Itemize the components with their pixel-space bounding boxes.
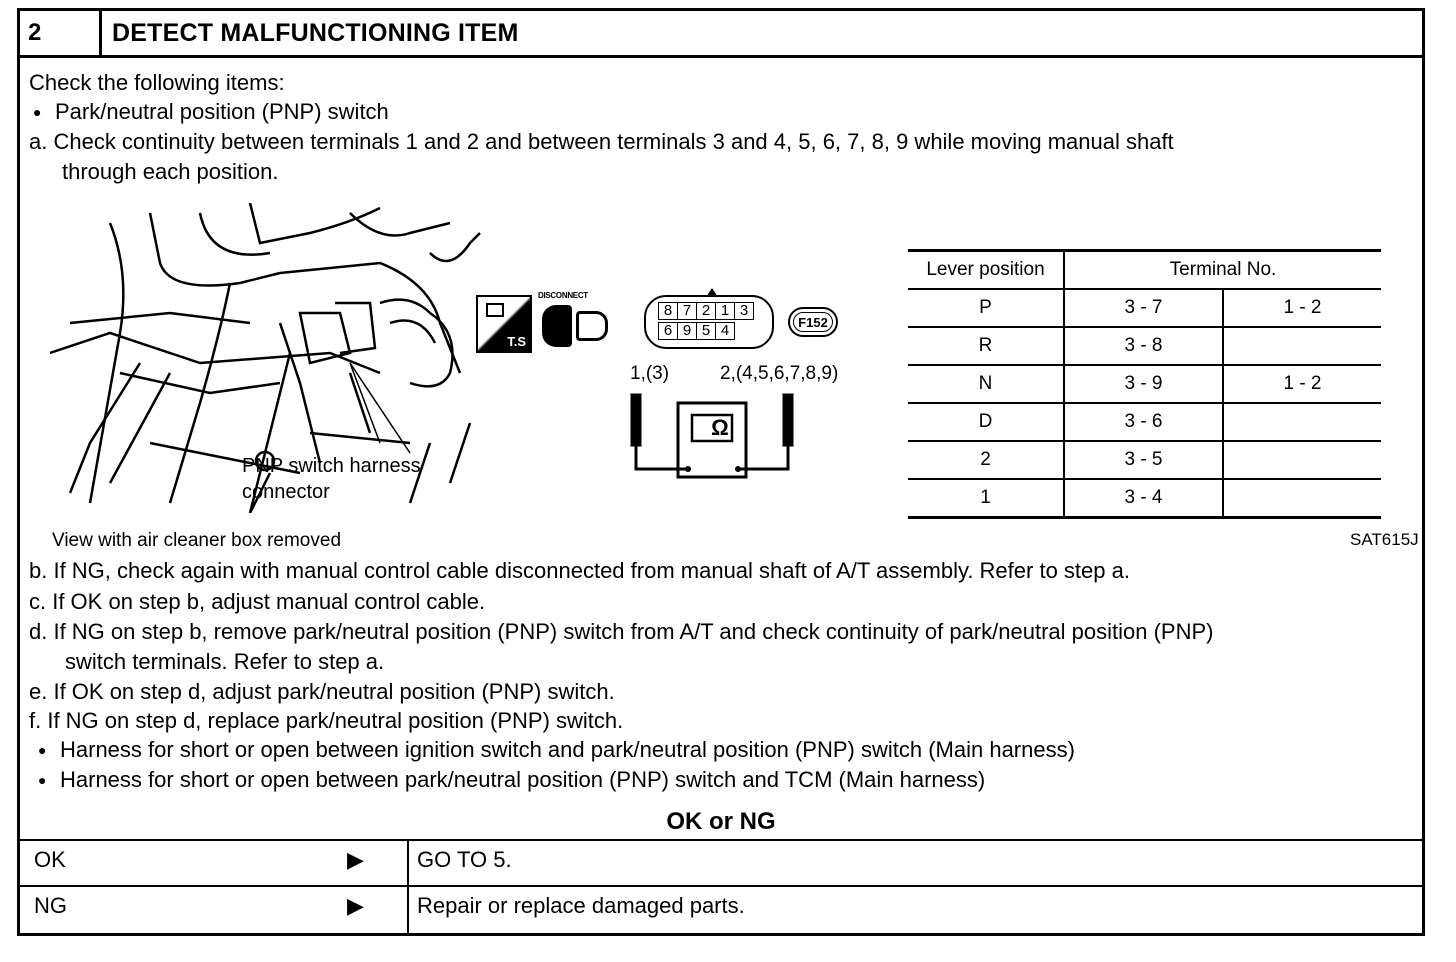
- terminal-pair-cell: [1223, 403, 1381, 441]
- connector-pin: 2: [696, 302, 716, 320]
- figure-code: SAT615J: [1350, 530, 1419, 549]
- connector-pin: 8: [658, 302, 678, 320]
- ok-arrow-icon: ▶: [347, 847, 364, 872]
- harness-label-line1: PNP switch harness: [242, 455, 421, 477]
- ng-action: Repair or replace damaged parts.: [417, 893, 745, 918]
- lever-position-cell: N: [908, 365, 1065, 403]
- terminal-pair-cell: 3 - 8: [1064, 327, 1224, 365]
- ohm-icon: Ω: [711, 415, 729, 440]
- result-row-ok: OK ▶ GO TO 5.: [20, 841, 1422, 885]
- lever-position-cell: D: [908, 403, 1065, 441]
- engine-illustration: [50, 203, 481, 513]
- terminal-pair-cell: 3 - 9: [1064, 365, 1224, 403]
- ts-label: T.S: [507, 334, 526, 349]
- tester-icon: T.S: [476, 295, 532, 353]
- ok-label: OK: [34, 847, 66, 872]
- bullet-pnp-switch: Park/neutral position (PNP) switch: [33, 97, 389, 127]
- terminal-pair-cell: 3 - 6: [1064, 403, 1224, 441]
- lever-position-cell: P: [908, 289, 1065, 327]
- step-a-line2: through each position.: [62, 159, 279, 184]
- ng-label: NG: [34, 893, 67, 918]
- step-f: f. If NG on step d, replace park/neutral…: [29, 708, 624, 733]
- step-header: 2 DETECT MALFUNCTIONING ITEM: [20, 11, 1422, 58]
- plug-right: [576, 311, 608, 341]
- terminal-pair-cell: [1223, 327, 1381, 365]
- plug-left: [542, 305, 572, 347]
- disconnect-label: DISCONNECT: [538, 291, 588, 300]
- probe-left-label: 1,(3): [630, 363, 670, 384]
- connector-pin: 3: [734, 302, 754, 320]
- terminal-pair-cell: 3 - 7: [1064, 289, 1224, 327]
- view-caption: View with air cleaner box removed: [52, 530, 342, 551]
- tester-box: [486, 303, 504, 317]
- step-a-line1: a. Check continuity between terminals 1 …: [29, 129, 1174, 154]
- result-title: OK or NG: [666, 808, 776, 835]
- connector-pin: 7: [677, 302, 697, 320]
- connector-pin: 6: [658, 322, 678, 340]
- lever-position-cell: 1: [908, 479, 1065, 518]
- terminal-pair-cell: 3 - 5: [1064, 441, 1224, 479]
- procedure-box: 2 DETECT MALFUNCTIONING ITEM Check the f…: [17, 8, 1425, 936]
- disconnect-icon: DISCONNECT: [538, 291, 618, 355]
- step-title: DETECT MALFUNCTIONING ITEM: [112, 19, 519, 47]
- terminal-pair-cell: [1223, 479, 1381, 518]
- connector-pin: 5: [696, 322, 716, 340]
- connector-pin: 4: [715, 322, 735, 340]
- step-d-line2: switch terminals. Refer to step a.: [65, 649, 385, 674]
- harness-label-line2: connector: [242, 481, 330, 503]
- figure: PNP switch harness connector View with a…: [30, 203, 1419, 558]
- divider: [20, 839, 1422, 841]
- step-e: e. If OK on step d, adjust park/neutral …: [29, 679, 615, 704]
- result-divider: [407, 841, 409, 933]
- bullet-harness-ignition: Harness for short or open between igniti…: [38, 735, 1075, 765]
- ng-arrow-icon: ▶: [347, 893, 364, 918]
- check-label: Check the following items:: [29, 70, 285, 95]
- step-d-line1: d. If NG on step b, remove park/neutral …: [29, 619, 1214, 644]
- terminal-pair-cell: 3 - 4: [1064, 479, 1224, 518]
- connector-pin: 1: [715, 302, 735, 320]
- terminal-pair-cell: [1223, 441, 1381, 479]
- bullet-harness-tcm: Harness for short or open between park/n…: [38, 765, 985, 795]
- result-row-ng: NG ▶ Repair or replace damaged parts.: [20, 887, 1422, 931]
- connector-key-icon: [706, 288, 718, 297]
- col-lever-position: Lever position: [908, 250, 1065, 289]
- ohmmeter-diagram: [630, 393, 794, 479]
- step-c: c. If OK on step b, adjust manual contro…: [29, 589, 486, 614]
- step-b: b. If NG, check again with manual contro…: [29, 558, 1130, 583]
- lever-position-cell: R: [908, 327, 1065, 365]
- connector-id-badge: F152: [788, 307, 838, 337]
- ok-action-link[interactable]: GO TO 5.: [417, 847, 512, 872]
- col-terminal-no: Terminal No.: [1169, 259, 1277, 280]
- terminal-pair-cell: 1 - 2: [1283, 297, 1322, 318]
- step-number: 2: [20, 11, 102, 55]
- connector-id: F152: [793, 312, 833, 332]
- probe-right-label: 2,(4,5,6,7,8,9): [720, 363, 839, 384]
- terminal-pair-cell: 1 - 2: [1283, 373, 1322, 394]
- lever-position-cell: 2: [908, 441, 1065, 479]
- divider: [20, 885, 1422, 887]
- connector-pin: 9: [677, 322, 697, 340]
